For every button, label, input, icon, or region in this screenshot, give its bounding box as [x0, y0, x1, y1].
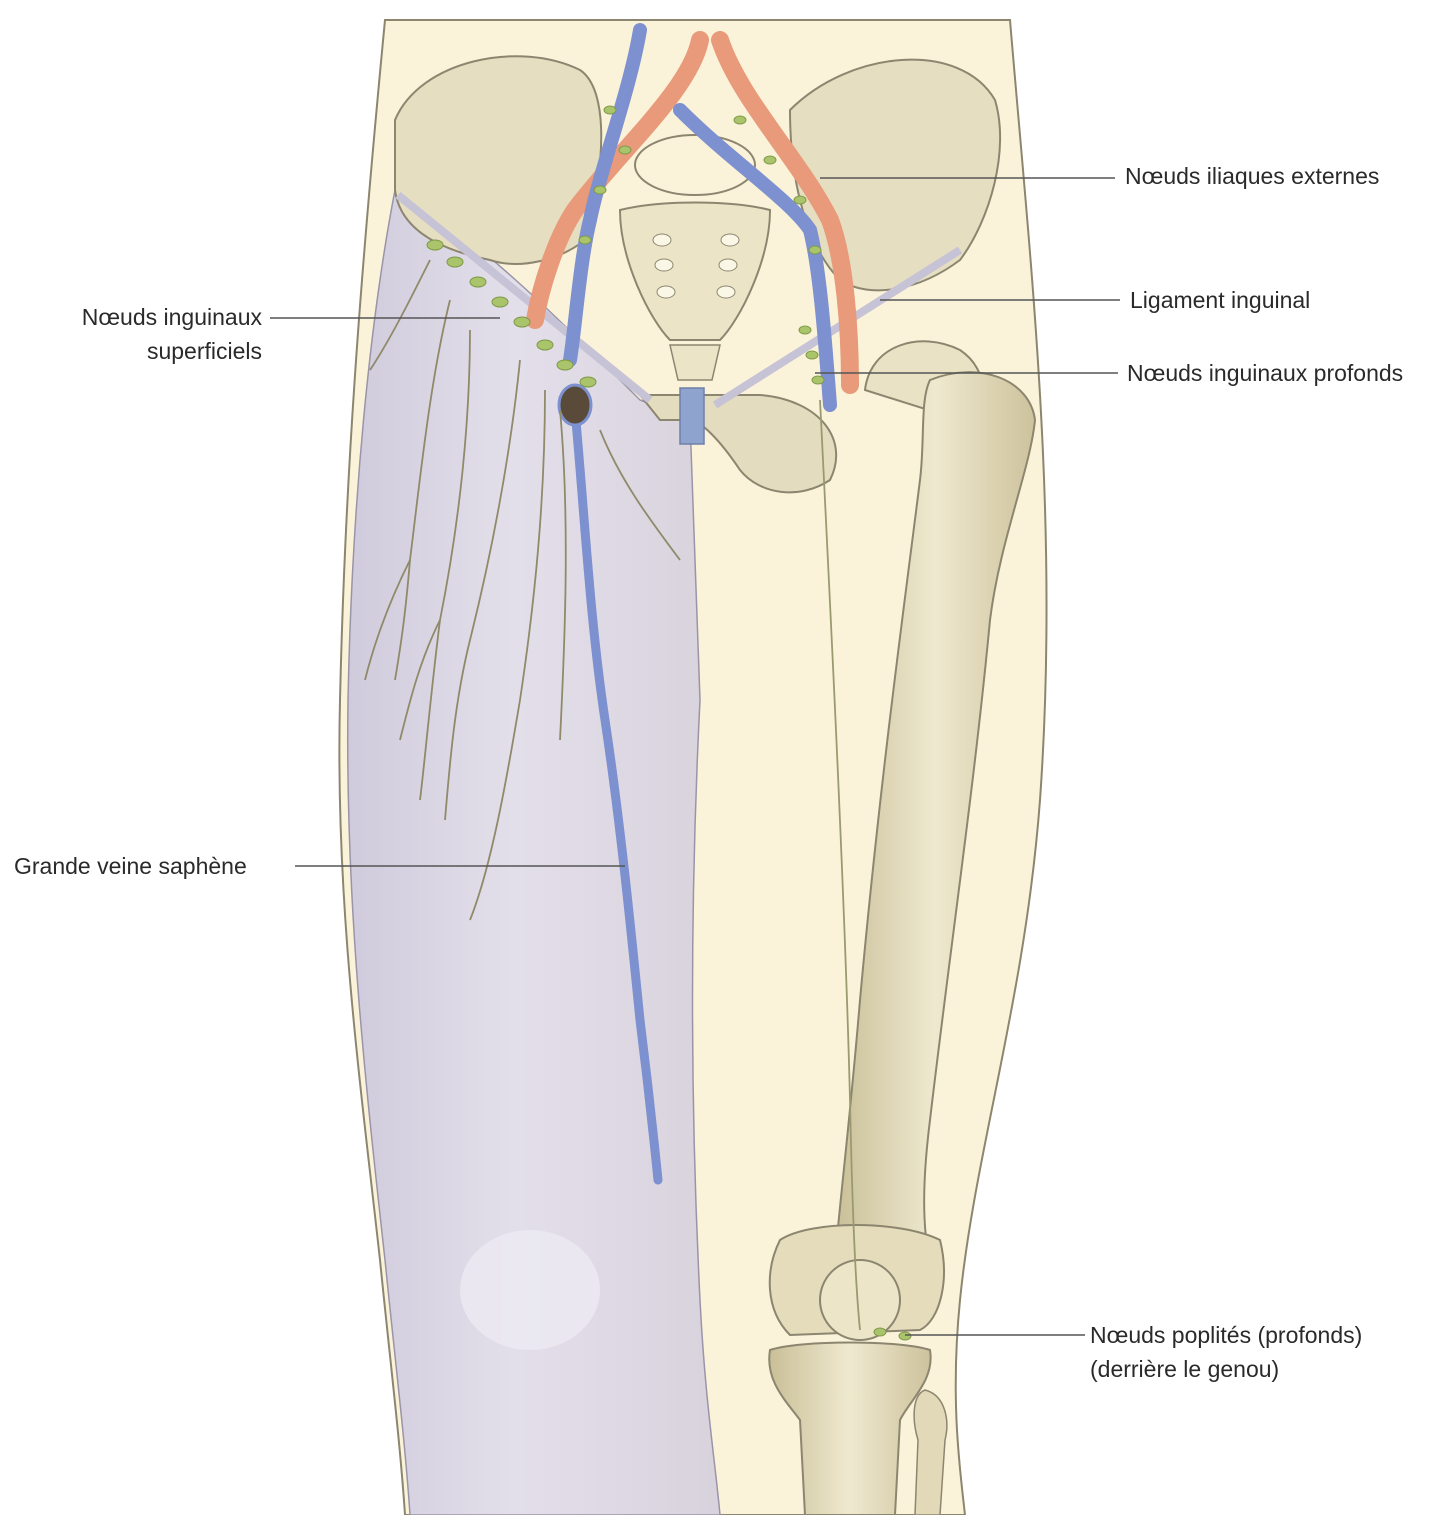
label-superficial-inguinal-nodes-line2: superficiels [40, 334, 262, 368]
saphenous-opening [559, 385, 591, 425]
fibula [914, 1390, 947, 1515]
label-popliteal-nodes-line2: (derrière le genou) [1090, 1352, 1279, 1386]
pubic-symphysis [680, 388, 704, 444]
label-iliac-external-nodes: Nœuds iliaques externes [1125, 159, 1379, 193]
label-inguinal-ligament: Ligament inguinal [1130, 283, 1310, 317]
label-deep-inguinal-nodes: Nœuds inguinaux profonds [1127, 356, 1403, 390]
knee-highlight [460, 1230, 600, 1350]
label-popliteal-nodes-line1: Nœuds poplités (profonds) [1090, 1318, 1362, 1352]
label-great-saphenous-vein: Grande veine saphène [14, 849, 247, 883]
label-superficial-inguinal-nodes-line1: Nœuds inguinaux [40, 300, 262, 334]
coccyx [670, 345, 720, 380]
